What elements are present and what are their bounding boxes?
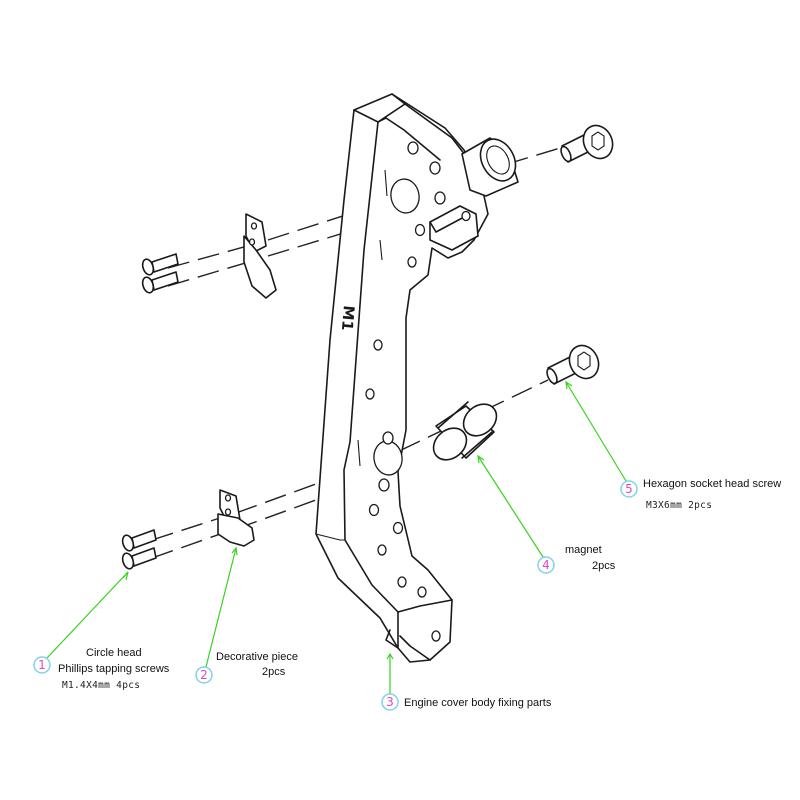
callout-4-number: 4	[542, 558, 550, 572]
callout-5-marker: 5	[620, 480, 638, 498]
callout-2-marker: 2	[195, 666, 213, 684]
leader-lines	[46, 380, 627, 694]
tapping-screws-lower-drawing	[121, 529, 157, 570]
callout-2-number: 2	[200, 668, 208, 682]
callout-3-title: Engine cover body fixing parts	[404, 697, 552, 709]
decorative-piece-lower-drawing	[217, 489, 255, 547]
callout-1-marker: 1	[33, 656, 51, 674]
callout-4-spec: 2pcs	[592, 560, 616, 572]
callout-3-number: 3	[386, 695, 394, 709]
tapping-screws-upper-drawing	[141, 253, 179, 294]
callout-1-subtitle: Phillips tapping screws	[58, 663, 170, 675]
callout-4-title: magnet	[565, 544, 602, 556]
upper-magnet-drawing	[461, 137, 519, 197]
decorative-piece-upper-drawing	[243, 213, 277, 299]
magnet-drawing	[432, 401, 498, 461]
callout-1-title: Circle head	[86, 647, 142, 659]
part-mark-text: M1	[338, 305, 358, 332]
callout-2-title: Decorative piece	[216, 651, 298, 663]
callout-1-number: 1	[38, 658, 46, 672]
callout-4-marker: 4	[537, 556, 555, 574]
callout-5-spec: M3X6mm 2pcs	[646, 500, 713, 511]
callout-5-number: 5	[625, 482, 633, 496]
hex-screw-lower-drawing	[546, 344, 600, 385]
hex-screw-upper-drawing	[560, 124, 614, 163]
engine-cover-bracket: M1	[315, 93, 489, 663]
callout-1-spec: M1.4X4mm 4pcs	[62, 680, 141, 691]
callout-2-spec: 2pcs	[262, 666, 286, 678]
callout-5-title: Hexagon socket head screw	[643, 478, 782, 490]
callout-3-marker: 3	[381, 693, 399, 711]
